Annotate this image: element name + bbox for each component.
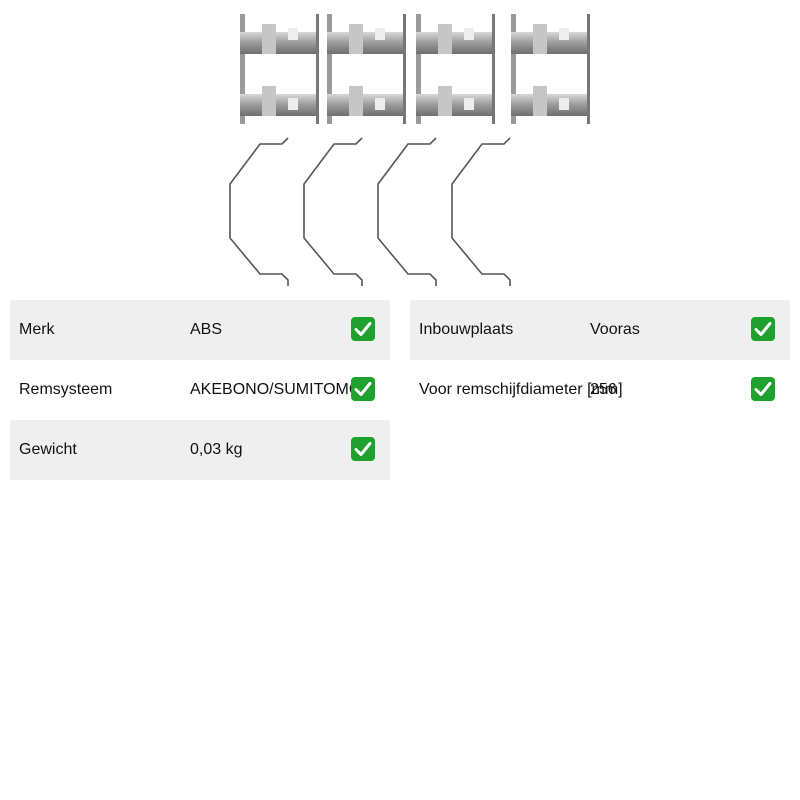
spec-label: Voor remschijfdiameter [mm] xyxy=(419,381,623,398)
spec-value: 0,03 kg xyxy=(190,441,243,458)
spec-row: Remsysteem AKEBONO/SUMITOMO xyxy=(10,360,390,420)
spec-value: Vooras xyxy=(590,321,640,338)
spec-value: AKEBONO/SUMITOMO xyxy=(190,381,362,398)
spec-label: Gewicht xyxy=(19,441,77,458)
spec-table-right: Inbouwplaats Vooras Voor remschijfdiamet… xyxy=(410,300,790,420)
check-icon xyxy=(751,377,775,401)
spec-label: Inbouwplaats xyxy=(419,321,514,338)
check-icon xyxy=(351,377,375,401)
spec-value: ABS xyxy=(190,321,223,338)
check-icon xyxy=(351,317,375,341)
spec-row: Voor remschijfdiameter [mm] 256 xyxy=(410,360,790,420)
spec-row: Merk ABS xyxy=(10,300,390,360)
spec-row: Inbouwplaats Vooras xyxy=(410,300,790,360)
spec-row: Gewicht 0,03 kg xyxy=(10,420,390,480)
spec-table-left: Merk ABS Remsysteem AKEBONO/SUMITOMO Gew… xyxy=(10,300,390,480)
wire-springs xyxy=(229,137,511,287)
spec-label: Merk xyxy=(19,321,55,338)
spec-value: 256 xyxy=(590,381,617,398)
check-icon xyxy=(751,317,775,341)
check-icon xyxy=(351,437,375,461)
retainer-clips xyxy=(240,14,590,124)
product-image xyxy=(229,14,590,287)
spec-label: Remsysteem xyxy=(19,381,113,398)
